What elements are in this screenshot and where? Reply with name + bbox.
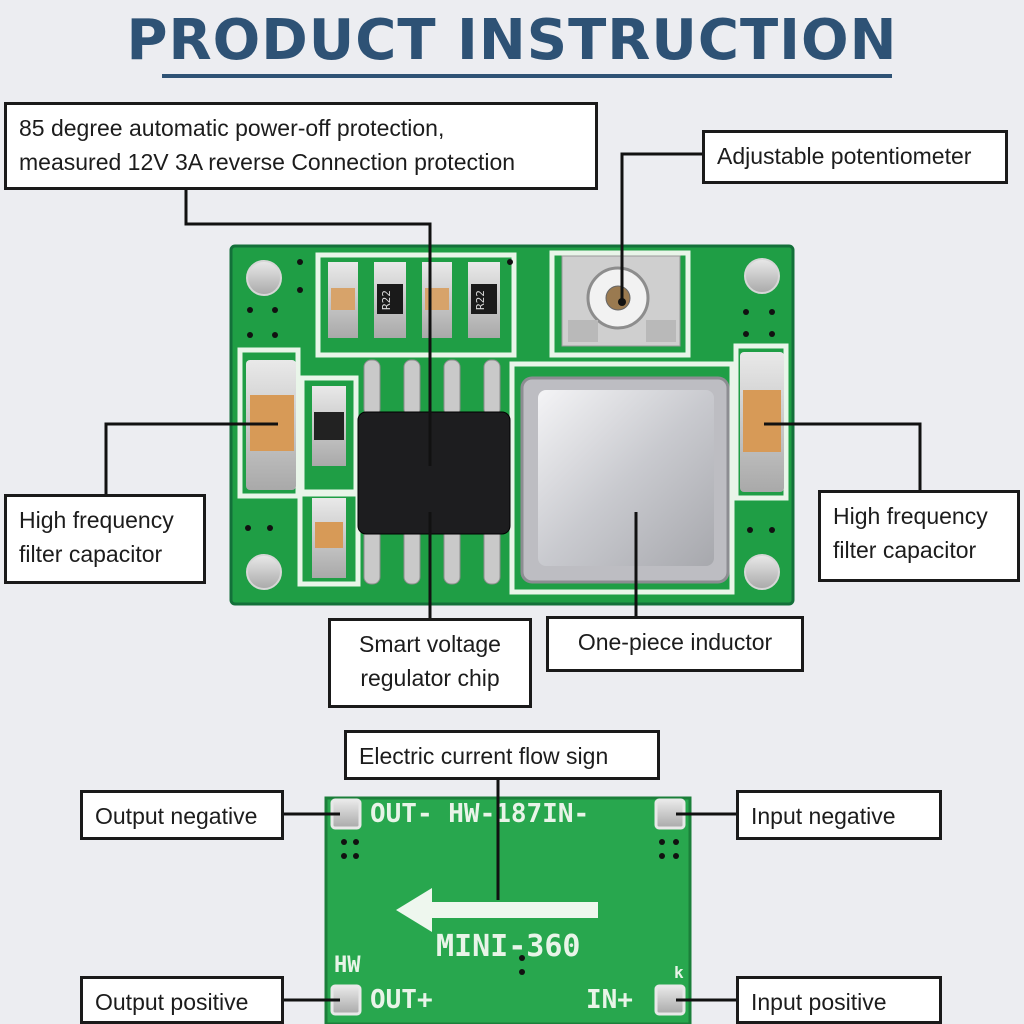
chip-line-1: Smart voltage [359, 631, 501, 657]
current-flow-arrow-icon [396, 888, 598, 932]
chip-callout: Smart voltage regulator chip [328, 618, 532, 708]
inductor-callout: One-piece inductor [546, 616, 804, 672]
silk-hw-label: HW [334, 953, 361, 978]
output-negative-callout: Output negative [80, 790, 284, 840]
regulator-chip-body [357, 411, 511, 535]
silk-top-label: OUT- HW-187IN- [370, 799, 589, 829]
potentiometer-callout: Adjustable potentiometer [702, 130, 1008, 184]
flow-sign-label: Electric current flow sign [359, 743, 609, 769]
top-pcb-board: R22 R22 [229, 244, 795, 606]
potentiometer-label: Adjustable potentiometer [717, 143, 972, 169]
protection-line-1: 85 degree automatic power-off protection… [19, 115, 445, 141]
input-positive-callout: Input positive [736, 976, 942, 1024]
silk-out-plus-label: OUT+ [370, 985, 433, 1015]
capacitor-left-callout: High frequency filter capacitor [4, 494, 206, 584]
protection-line-2: measured 12V 3A reverse Connection prote… [19, 149, 516, 175]
resistor-mark-1: R22 [380, 290, 393, 310]
bottom-pcb-board: OUT- HW-187IN- MINI-360 HW OUT+ IN+ k [324, 796, 692, 1024]
capacitor-right-line-1: High frequency [833, 503, 988, 529]
output-negative-label: Output negative [95, 803, 258, 829]
capacitor-left-line-1: High frequency [19, 507, 174, 533]
capacitor-left-line-2: filter capacitor [19, 541, 163, 567]
capacitor-right-line-2: filter capacitor [833, 537, 977, 563]
chip-line-2: regulator chip [360, 665, 500, 691]
output-positive-callout: Output positive [80, 976, 284, 1024]
resistor-mark-2: R22 [474, 290, 487, 310]
capacitor-right-callout: High frequency filter capacitor [818, 490, 1020, 582]
bottom-leader-lines [282, 778, 738, 1002]
flow-sign-callout: Electric current flow sign [344, 730, 660, 780]
silk-k-label: k [674, 963, 684, 982]
input-negative-label: Input negative [751, 803, 896, 829]
inductor-label: One-piece inductor [577, 629, 773, 655]
output-positive-label: Output positive [95, 989, 249, 1015]
title-underline [162, 74, 892, 78]
silk-model-label: MINI-360 [436, 929, 581, 964]
silk-in-plus-label: IN+ [586, 985, 633, 1015]
protection-callout: 85 degree automatic power-off protection… [4, 102, 598, 190]
top-leader-lines [104, 152, 922, 622]
page-title: PRODUCT INSTRUCTION [126, 8, 898, 73]
input-positive-label: Input positive [751, 989, 887, 1015]
input-negative-callout: Input negative [736, 790, 942, 840]
